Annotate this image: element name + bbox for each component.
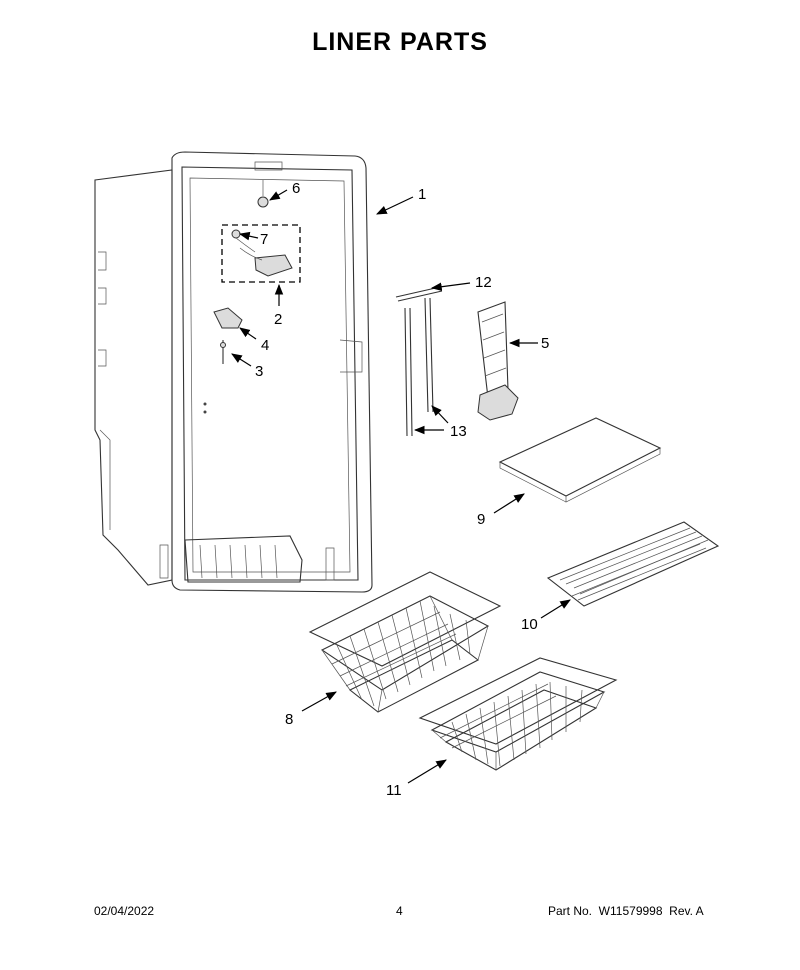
part-12 [395, 286, 443, 302]
callout-11: 11 [386, 782, 402, 799]
callout-13: 13 [450, 423, 467, 440]
part-9 [498, 417, 662, 503]
page-title: LINER PARTS [312, 28, 488, 56]
part-13 [404, 297, 434, 437]
callout-arrows [231, 189, 571, 784]
part-3 [220, 340, 226, 364]
callout-5: 5 [541, 335, 549, 352]
part-7 [231, 229, 256, 253]
callout-10: 10 [521, 616, 538, 633]
part-2 [239, 247, 293, 277]
callout-8: 8 [285, 711, 293, 728]
liner [94, 151, 373, 593]
part-10 [546, 521, 720, 607]
callout-2: 2 [274, 311, 282, 328]
part-11 [418, 657, 618, 771]
part-4 [213, 307, 243, 329]
part-8 [308, 571, 502, 713]
footer-page-number: 4 [396, 904, 403, 918]
callout-1: 1 [418, 186, 426, 203]
callout-12: 12 [475, 274, 492, 291]
callout-labels: 1 2 3 4 5 6 7 8 9 10 11 12 13 [255, 180, 549, 799]
callout-9: 9 [477, 511, 485, 528]
callout-4: 4 [261, 337, 269, 354]
callout-7: 7 [260, 231, 268, 248]
callout-3: 3 [255, 363, 263, 380]
dashed-group-box [221, 224, 301, 283]
part-5 [477, 301, 519, 421]
footer-part-number: Part No. W11579998 Rev. A [548, 904, 704, 918]
part-6 [257, 180, 269, 208]
footer-date: 02/04/2022 [94, 904, 155, 918]
callout-6: 6 [292, 180, 300, 197]
